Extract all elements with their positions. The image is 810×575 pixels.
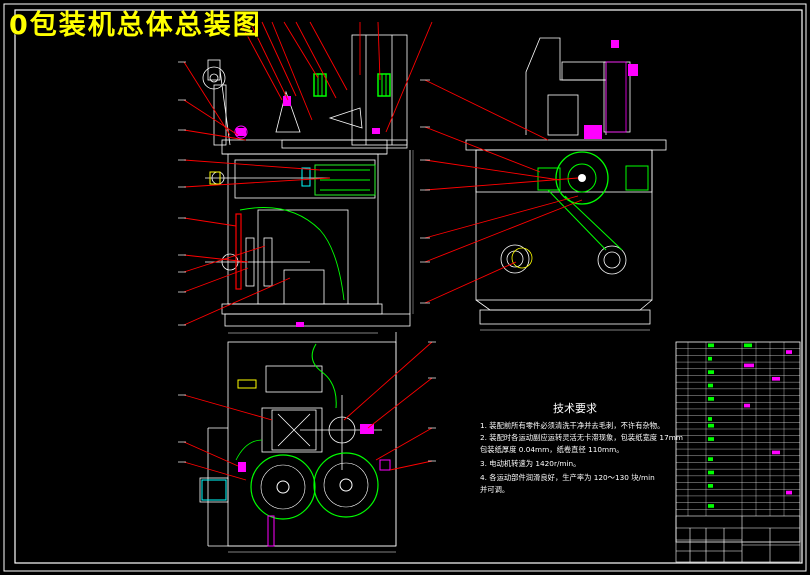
parts-cell-mark bbox=[772, 450, 780, 455]
parts-cell-mark bbox=[708, 397, 714, 401]
parts-cell-mark bbox=[708, 417, 712, 421]
requirement-line: 并可调。 bbox=[480, 485, 509, 494]
outer-frame bbox=[3, 3, 807, 572]
parts-cell-mark bbox=[744, 343, 752, 348]
parts-cell-mark bbox=[744, 363, 754, 368]
parts-cell-mark bbox=[708, 457, 713, 461]
parts-cell-mark bbox=[708, 356, 712, 361]
top-view bbox=[199, 332, 397, 553]
parts-cell-mark bbox=[708, 383, 713, 388]
drawing-title: 0包装机总体总装图 bbox=[9, 10, 262, 41]
technical-requirements-title: 技术要求 bbox=[553, 402, 597, 415]
front-view-colored-parts bbox=[209, 73, 391, 327]
requirement-line: 包装纸厚度 0.04mm，纸卷直径 110mm。 bbox=[480, 445, 624, 454]
parts-list-table bbox=[675, 341, 801, 543]
front-view bbox=[202, 34, 414, 334]
leader-stubs bbox=[178, 61, 436, 463]
side-view-colored-parts bbox=[511, 40, 649, 269]
parts-cell-mark bbox=[708, 343, 714, 348]
technical-requirements: 技术要求 1. 装配前所有零件必须清洗干净并去毛刺，不许有杂物。 2. 装配时各… bbox=[480, 402, 683, 494]
parts-cell-mark bbox=[708, 504, 714, 508]
parts-cell-mark bbox=[708, 470, 714, 475]
inner-frame bbox=[14, 9, 803, 564]
requirement-line: 2. 装配时各运动副应运转灵活无卡滞现象，包装纸宽度 17mm bbox=[480, 433, 683, 442]
parts-cell-mark bbox=[786, 490, 792, 495]
parts-cell-mark bbox=[708, 423, 714, 428]
leader-lines bbox=[183, 21, 583, 481]
parts-cell-mark bbox=[744, 403, 750, 408]
title-block bbox=[675, 515, 801, 563]
side-view bbox=[465, 37, 667, 331]
parts-cell-mark bbox=[786, 350, 792, 354]
parts-cell-mark bbox=[772, 376, 780, 381]
requirement-line: 4. 各运动部件润滑良好，生产率为 120～130 块/min bbox=[480, 473, 655, 482]
parts-cell-mark bbox=[708, 437, 714, 441]
parts-cell-mark bbox=[708, 484, 713, 488]
parts-cell-mark bbox=[708, 370, 714, 374]
requirement-line: 3. 电动机转速为 1420r/min。 bbox=[480, 459, 580, 468]
requirement-line: 1. 装配前所有零件必须清洗干净并去毛刺，不许有杂物。 bbox=[480, 421, 664, 430]
top-view-colored-parts bbox=[201, 343, 391, 547]
